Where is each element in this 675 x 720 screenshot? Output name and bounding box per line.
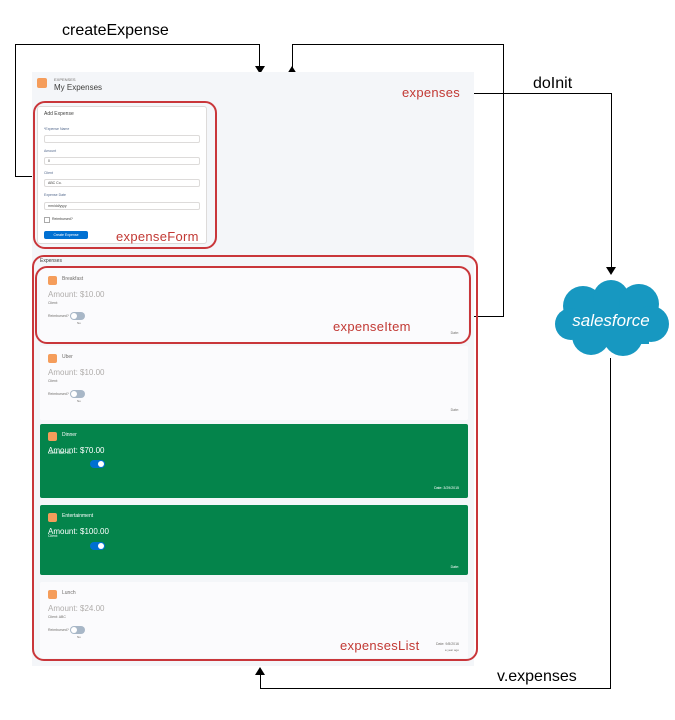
amount-input[interactable]: 0 xyxy=(44,157,200,165)
create-expense-label: createExpense xyxy=(62,22,169,39)
expense-item-name: Dinner xyxy=(62,432,77,438)
expense-date-label: Expense Date xyxy=(44,193,66,197)
amount-value: 0 xyxy=(48,159,50,163)
expense-name-label: *Expense Name xyxy=(44,127,70,131)
toggle-knob xyxy=(71,627,77,633)
reimbursed-label: Reimbursed? xyxy=(48,314,69,318)
expense-item-icon xyxy=(48,276,57,285)
expense-item-amount: Amount: $100.00 xyxy=(48,527,109,536)
expense-item-amount: Amount: $10.00 xyxy=(48,368,105,377)
do-init-label: doInit xyxy=(533,75,573,92)
expense-item-icon xyxy=(48,590,57,599)
expenses-list-outline xyxy=(32,255,478,661)
update-expense-connector xyxy=(292,44,504,45)
expenses-annotation: expenses xyxy=(402,85,461,100)
form-title: Add Expense xyxy=(44,111,74,117)
expense-item: Entertainment Amount: $100.00 Client: Da… xyxy=(40,505,468,575)
expense-name-input[interactable] xyxy=(44,135,200,143)
expense-item-amount: Amount: $24.00 xyxy=(48,604,105,613)
client-value: ABC Co. xyxy=(48,181,62,185)
create-expense-connector xyxy=(15,44,16,177)
expense-item-date: Date: xyxy=(450,565,459,569)
expense-item-name: Uber xyxy=(62,354,73,360)
expenses-list-title: Expenses xyxy=(40,258,62,264)
salesforce-cloud-logo: salesforce xyxy=(555,280,669,356)
reimbursed-toggle[interactable] xyxy=(70,626,85,634)
reimbursed-toggle[interactable] xyxy=(90,460,105,468)
do-init-connector xyxy=(466,93,612,94)
v-expenses-connector xyxy=(610,358,611,689)
expense-item-icon xyxy=(48,354,57,363)
amount-label: Amount xyxy=(44,149,57,153)
expense-item-outline xyxy=(35,266,471,344)
expense-date-value: mm/dd/yyyy xyxy=(48,204,67,208)
expenses-icon xyxy=(37,78,47,88)
expense-item-date: Date: xyxy=(450,331,459,335)
create-expense-connector xyxy=(259,44,260,70)
expense-item-icon xyxy=(48,432,57,441)
toggle-knob xyxy=(98,461,104,467)
reimbursed-checkbox[interactable] xyxy=(44,217,50,223)
expense-item-client: Client: ABC xyxy=(48,615,66,619)
page-title: My Expenses xyxy=(54,83,103,92)
update-expense-connector xyxy=(503,44,504,317)
expense-item-relative-date: a year ago xyxy=(444,648,459,652)
create-expense-connector xyxy=(15,44,260,45)
v-expenses-label: v.expenses xyxy=(497,668,577,685)
expense-form-annotation: expenseForm xyxy=(116,229,199,244)
v-expenses-connector xyxy=(260,674,261,689)
create-expense-arrowhead xyxy=(255,66,265,74)
reimbursed-label: Reimbursed? xyxy=(48,392,69,396)
toggle-knob xyxy=(98,543,104,549)
toggle-caption: No xyxy=(77,399,81,403)
create-expense-connector xyxy=(15,176,37,177)
expense-item: Breakfast Amount: $10.00 Client: Reimbur… xyxy=(40,268,468,342)
reimbursed-toggle[interactable] xyxy=(90,542,105,550)
expense-item-client: Client: xyxy=(48,379,58,383)
expense-item-annotation: expenseItem xyxy=(333,319,411,334)
expense-item-name: Breakfast xyxy=(62,276,84,282)
reimbursed-checkbox-label: Reimbursed? xyxy=(52,217,73,221)
do-init-arrowhead xyxy=(606,267,616,275)
expense-item-date: Date: xyxy=(450,408,459,412)
expense-item-icon xyxy=(48,513,57,522)
expense-form-outline xyxy=(33,101,217,249)
expense-item-date: Date: 9/8/2016 xyxy=(436,642,459,646)
toggle-caption: No xyxy=(77,635,81,639)
v-expenses-arrowhead xyxy=(255,667,265,675)
expense-item: Lunch Amount: $24.00 Client: ABC Reimbur… xyxy=(40,582,468,658)
client-label: Client xyxy=(44,171,53,175)
expenses-list-annotation: expensesList xyxy=(340,638,420,653)
expense-item-name: Lunch xyxy=(62,590,76,596)
expense-item-date: Date: 3/29/2015 xyxy=(434,486,459,490)
expense-item: Uber Amount: $10.00 Client: Reimbursed? … xyxy=(40,346,468,420)
toggle-knob xyxy=(71,313,77,319)
expense-item-client: Client: ABC Co. xyxy=(48,451,73,455)
client-input[interactable]: ABC Co. xyxy=(44,179,200,187)
do-init-connector xyxy=(611,93,612,269)
header-object-label: EXPENSES xyxy=(54,77,76,82)
expense-item-amount: Amount: $70.00 xyxy=(48,446,105,455)
v-expenses-connector xyxy=(260,688,611,689)
expense-item-name: Entertainment xyxy=(62,513,94,519)
add-expense-form: Add Expense *Expense Name Amount 0 Clien… xyxy=(37,106,207,244)
reimbursed-label: Reimbursed? xyxy=(48,628,69,632)
toggle-caption: No xyxy=(77,321,81,325)
update-expense-connector xyxy=(292,44,293,70)
toggle-knob xyxy=(71,391,77,397)
reimbursed-toggle[interactable] xyxy=(70,390,85,398)
create-expense-button[interactable]: Create Expense xyxy=(44,231,88,239)
expense-item: Dinner Amount: $70.00 Client: ABC Co. Da… xyxy=(40,424,468,498)
salesforce-wordmark: salesforce xyxy=(572,311,649,330)
expense-item-client: Client: xyxy=(48,301,58,305)
expense-date-input[interactable]: mm/dd/yyyy xyxy=(44,202,200,210)
reimbursed-toggle[interactable] xyxy=(70,312,85,320)
expense-item-amount: Amount: $10.00 xyxy=(48,290,105,299)
expense-item-client: Client: xyxy=(48,534,58,538)
app-header: EXPENSES My Expenses xyxy=(32,72,474,98)
